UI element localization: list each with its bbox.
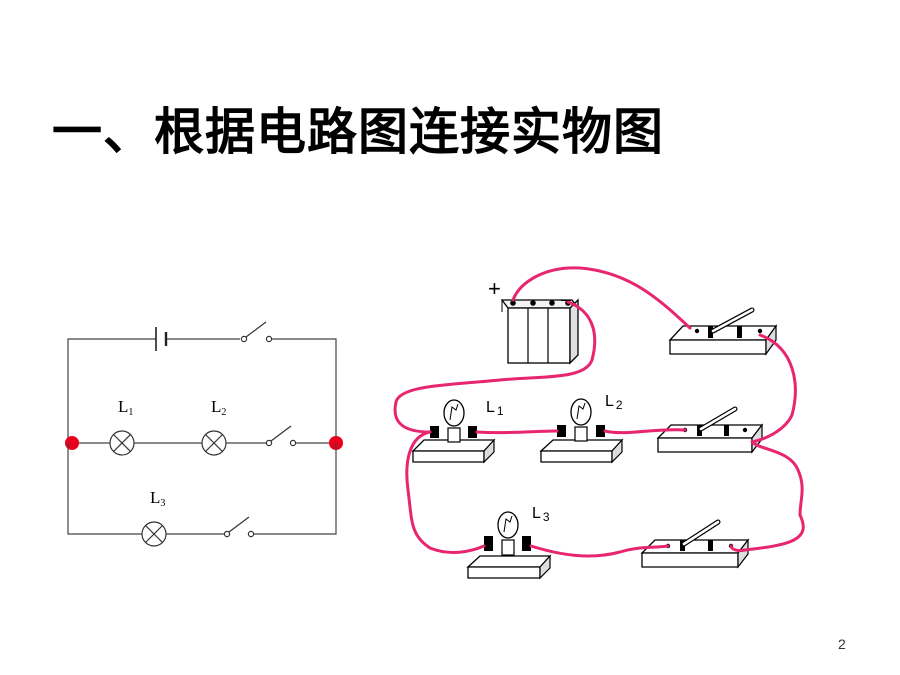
schematic-switch-main bbox=[240, 321, 273, 343]
lamp-l2 bbox=[539, 398, 624, 464]
schematic-top-wire bbox=[67, 338, 337, 443]
switch-middle bbox=[656, 406, 764, 454]
page-number: 2 bbox=[838, 636, 846, 652]
schematic-label-l1: L1 bbox=[118, 397, 133, 418]
lamp-l3 bbox=[466, 511, 552, 580]
wire-l1-to-l2 bbox=[475, 429, 559, 435]
battery: + − bbox=[488, 276, 580, 365]
switch-top bbox=[668, 307, 778, 356]
junction-node-left bbox=[65, 436, 79, 450]
wire-switch-top-to-switch-middle bbox=[750, 333, 804, 517]
wire-battery-to-switch-top bbox=[511, 266, 692, 330]
connecting-wires bbox=[393, 266, 805, 558]
slide-title: 一、根据电路图连接实物图 bbox=[52, 103, 664, 161]
schematic-lamp-l3 bbox=[141, 521, 167, 547]
schematic-switch-middle bbox=[265, 425, 297, 447]
wire-l3-to-switch-bottom bbox=[529, 544, 670, 558]
wire-right-down-to-switch-bottom bbox=[729, 513, 805, 552]
schematic-bottom-wire bbox=[67, 443, 337, 535]
wire-l2-to-switch-middle bbox=[603, 428, 687, 435]
wire-battery-to-l1 bbox=[393, 300, 597, 434]
lamp-l1 bbox=[411, 399, 496, 464]
battery-plus-sign: + bbox=[488, 276, 501, 301]
physical-circuit: + − bbox=[393, 266, 805, 580]
schematic-lamp-l1 bbox=[109, 430, 135, 456]
schematic-battery bbox=[155, 327, 168, 351]
schematic-label-l2: L2 bbox=[211, 397, 226, 418]
switch-bottom bbox=[640, 519, 750, 569]
battery-minus-sign: − bbox=[560, 290, 572, 312]
circuit-schematic: L1 L2 L3 bbox=[65, 321, 343, 547]
wire-l1-to-l3 bbox=[405, 430, 486, 554]
schematic-switch-bottom bbox=[223, 516, 255, 538]
schematic-lamp-l2 bbox=[201, 430, 227, 456]
schematic-label-l3: L3 bbox=[150, 488, 165, 509]
